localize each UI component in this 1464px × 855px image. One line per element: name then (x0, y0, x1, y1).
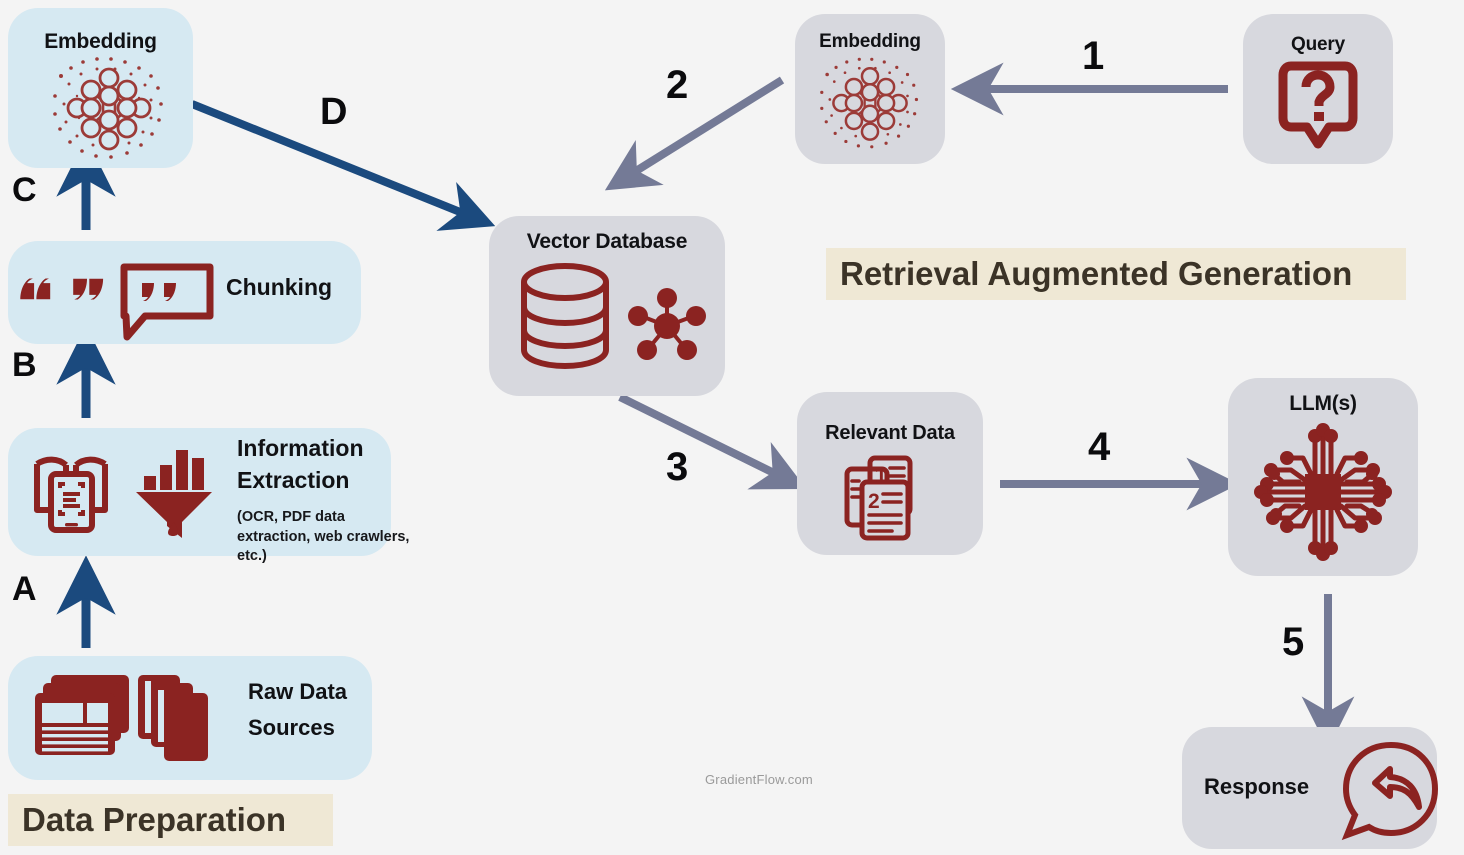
node-response-title: Response (1204, 774, 1310, 799)
node-relevant-data-title: Relevant Data (825, 422, 955, 444)
arrow-label-a: A (12, 570, 37, 608)
banner-data-preparation: Data Preparation (8, 794, 333, 846)
node-llm[interactable]: LLM(s) (1228, 378, 1418, 576)
node-vector-database[interactable]: Vector Database (489, 216, 725, 396)
node-information-extraction-title-line2: Extraction (237, 467, 350, 493)
node-chunking[interactable]: Chunking (8, 241, 361, 344)
arrow-label-4: 4 (1088, 425, 1111, 469)
arrow-label-d: D (320, 91, 348, 133)
banner-rag: Retrieval Augmented Generation (826, 248, 1406, 300)
node-relevant-data[interactable]: Relevant Data 1 2 (797, 392, 983, 555)
watermark: GradientFlow.com (705, 772, 813, 787)
funnel-chart-icon (134, 446, 218, 540)
node-raw-data-sources-title-line1: Raw Data (248, 679, 348, 704)
node-vector-database-title: Vector Database (526, 230, 688, 253)
stacked-documents-icon (33, 673, 223, 765)
node-chunking-title: Chunking (226, 274, 333, 300)
banner-rag-text: Retrieval Augmented Generation (840, 255, 1353, 292)
ai-chip-icon (1253, 422, 1393, 562)
ranked-documents-icon: 1 2 (844, 455, 928, 541)
node-query-title: Query (1291, 34, 1345, 55)
node-query[interactable]: Query (1243, 14, 1393, 164)
node-information-extraction-title-line1: Information (237, 435, 364, 461)
arrow-2 (604, 76, 785, 191)
svg-text:1: 1 (875, 464, 887, 487)
arrow-label-b: B (12, 346, 37, 384)
node-information-extraction[interactable]: Information Extraction (OCR, PDF data ex… (8, 428, 409, 564)
node-embedding-left[interactable]: Embedding (8, 8, 193, 168)
embedding-lattice-icon (820, 56, 920, 151)
node-embedding-right-title: Embedding (819, 31, 921, 52)
node-embedding-left-title: Embedding (44, 30, 157, 53)
arrow-label-5: 5 (1282, 620, 1305, 664)
node-embedding-right[interactable]: Embedding (795, 14, 945, 164)
arrow-label-3: 3 (666, 445, 689, 489)
node-llm-title: LLM(s) (1289, 392, 1357, 415)
reply-bubble-icon (1337, 739, 1441, 843)
arrow-3 (618, 393, 807, 490)
arrow-label-1: 1 (1082, 34, 1105, 78)
arrow-label-c: C (12, 171, 37, 209)
database-cylinder-icon (520, 262, 610, 370)
node-information-extraction-subtitle: (OCR, PDF data extraction, web crawlers,… (237, 509, 410, 565)
node-raw-data-sources-title-line2: Sources (248, 715, 335, 740)
banner-data-preparation-text: Data Preparation (22, 801, 287, 838)
svg-text:2: 2 (868, 490, 880, 513)
quote-bubble-icon (18, 263, 218, 341)
arrow-label-2: 2 (666, 63, 689, 107)
book-tablet-scan-icon (32, 452, 110, 534)
vector-nodes-icon (627, 286, 707, 364)
embedding-lattice-icon (53, 56, 165, 161)
node-response[interactable]: Response (1182, 727, 1439, 849)
node-raw-data-sources[interactable]: Raw Data Sources (8, 656, 372, 780)
question-bubble-icon (1278, 61, 1358, 149)
